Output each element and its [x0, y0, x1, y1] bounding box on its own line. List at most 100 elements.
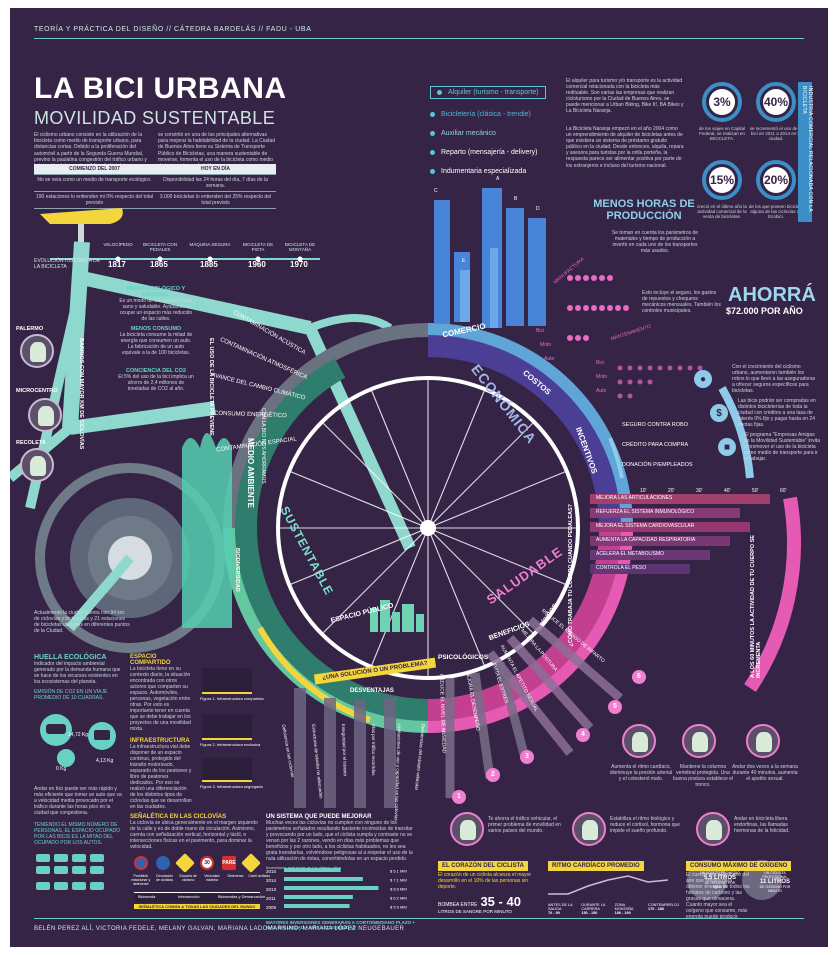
- sign-caption: Prohibido estacionar y detenerse: [131, 874, 151, 886]
- emission-value: 4,13 Kg: [96, 758, 114, 764]
- bar-letter: C: [434, 188, 438, 194]
- no-parking-sign-icon: [134, 856, 148, 870]
- timeline-label: VELOCÍPEDO: [103, 242, 133, 247]
- happy-figure-icon: [696, 812, 730, 846]
- infographic-poster: TEORÍA Y PRÁCTICA DEL DISEÑO // CÁTEDRA …: [10, 8, 828, 947]
- oxigeno-value: 11 LITROS: [759, 879, 790, 885]
- list-item-label: Auxiliar mecánico: [441, 130, 496, 137]
- menos-horas-heading: MENOS HORAS DE PRODUCCIÓN: [593, 198, 695, 222]
- health-bar-label: MEJORA LAS ARTICULACIONES: [596, 495, 673, 501]
- chart-category-label: 2009: [266, 905, 277, 910]
- benefit-caption: Andar en bicicleta libera endorfinas, la…: [734, 816, 790, 835]
- list-item-label: Alquiler (turismo - transporte): [448, 89, 539, 96]
- env-sub-label: CON LA BICI NOS AHORRAMOS: [260, 408, 266, 484]
- chart-value-label: $ 6.2 MM: [390, 896, 407, 901]
- benefit-caption: Estabiliza el ritmo biológico y reduce e…: [610, 816, 681, 835]
- corazon-text: El corazón de un ciclista alcanza el may…: [438, 872, 532, 890]
- chart-category-label: 2014: [266, 878, 277, 883]
- place-label: MICROCENTRO: [16, 388, 58, 394]
- building-icon: ■: [718, 438, 736, 456]
- benefit-number: 3: [520, 750, 534, 764]
- senaletica-text: La ciclovía se ubica generalmente en el …: [130, 820, 258, 850]
- chart-category-label: 2011: [266, 896, 276, 901]
- health-bar-label: MEJORA EL SISTEMA CARDIOVASCULAR: [596, 523, 695, 529]
- floor-label: Bicisendas y Demarcación: [218, 894, 266, 899]
- industry-band: INDUSTRIA COMERCIAL RELACIONADA CON LA B…: [798, 82, 813, 222]
- timeline-year: 1885: [200, 260, 218, 269]
- stat-value: 3%: [709, 89, 735, 115]
- huella-title: HUELLA ECOLÓGICA: [34, 654, 107, 661]
- desventaja-item: Vías por tráfico recorridas: [371, 724, 376, 776]
- chart-value-label: $ 5.9 MM: [390, 905, 407, 910]
- bullet-icon: [430, 112, 435, 117]
- benef-psico-label: PSICOLÓGICOS: [438, 654, 489, 661]
- chart-value-label: $ 5.1 MM: [390, 869, 407, 874]
- desventajas-label: DESVENTAJAS: [350, 688, 394, 694]
- env-note-text: La bicicleta consume la mitad de energía…: [119, 332, 193, 356]
- table-cell: 3.000 bicicletas lo entienden del 25% re…: [159, 194, 272, 206]
- ritmo-stage: DURANTE LA CARRERA: [581, 903, 606, 911]
- sistema-title: UN SISTEMA QUE PUEDE MEJORAR: [266, 814, 372, 820]
- env-spokes: CONTAMINACIÓN ACÚSTICA CONTAMINACIÓN ATM…: [210, 310, 340, 460]
- commerce-list: Alquiler (turismo - transporte) Biciclet…: [430, 86, 546, 187]
- tick-label: 50': [752, 488, 759, 494]
- ritmo-value: 70 - 90: [548, 911, 560, 915]
- chart-bar: [284, 895, 353, 899]
- health-question: ¿CÓMO TRABAJA TU CUERPO CUANDO PEDALEAS?: [568, 504, 574, 647]
- figure-caption: Figura 1. Infraestructura compartida: [200, 696, 264, 701]
- emission-value: 14,72 Kg: [68, 732, 89, 738]
- env-note: CONCIENCIA DEL CO2 El 5% del uso de la b…: [118, 368, 194, 392]
- incentivo-label: SEGURO CONTRA ROBO: [622, 422, 689, 428]
- stat-caption: de los que poseen bicicleta alguna de la…: [748, 204, 804, 220]
- incentivo-label: CRÉDITO PARA COMPRA: [622, 442, 689, 448]
- sistema-text: Muchas veces las ciclovías no cumplen co…: [266, 820, 413, 862]
- lanes-band-label: BARRIOS CON MAYOR KM DE CICLOVÍAS: [78, 338, 84, 450]
- bike-lane-sign-icon: [156, 856, 170, 870]
- list-item: Alquiler (turismo - transporte): [430, 86, 546, 99]
- ahorra-heading: AHORRÁ: [728, 284, 816, 306]
- vehicle-label: Bici: [536, 328, 545, 334]
- sign-caption: Velocidad máxima: [204, 874, 220, 882]
- incentivo-text: El programa "Empresas Amigas de la Movil…: [744, 432, 820, 463]
- table-row: No se veía como un medio de transporte e…: [34, 175, 276, 192]
- timeline-year: 1865: [150, 260, 168, 269]
- huella-text: Indicador del impacto ambiental generado…: [34, 661, 121, 685]
- list-item-label: Indumentaria especializada: [441, 168, 527, 175]
- industry-band-label: INDUSTRIA COMERCIAL RELACIONADA CON LA B…: [801, 86, 813, 212]
- comparison-table: COMIENZO DEL 2007 HOY EN DÍA No se veía …: [34, 164, 276, 209]
- corazon-card: EL CORAZÓN DEL CICLISTA El corazón de un…: [438, 854, 542, 914]
- ritmo-card: RITMO CARDÍACO PROMEDIO ANTES DE LA SALI…: [548, 854, 679, 915]
- corazon-title: EL CORAZÓN DEL CICLISTA: [438, 861, 529, 871]
- chart-category-label: 2015: [266, 869, 277, 874]
- emission-icons: [40, 714, 116, 767]
- timeline-label: BICICLETA DE MONTAÑA: [284, 242, 316, 252]
- vehicle-label: Moto: [540, 342, 552, 348]
- senaletica-section: SEÑALÉTICA EN LAS CICLOVÍAS La ciclovía …: [130, 814, 258, 850]
- stat-circle: 40%: [756, 82, 796, 122]
- page-subtitle: MOVILIDAD SUSTENTABLE: [34, 108, 276, 128]
- sistema-note: MAYORES INVERSIONES GENERARÁN A CORTO/ME…: [266, 920, 416, 930]
- stop-sign-icon: PARE: [222, 856, 236, 870]
- place-label: PALERMO: [16, 326, 44, 332]
- space-note: TENIENDO EL MISMO NÚMERO DE PERSONAS, EL…: [34, 822, 121, 846]
- city-note: Actualmente la ciudad cuenta con 94 km. …: [34, 610, 130, 634]
- oxigeno-head: UN CICLISTA PROFESIONAL: [762, 871, 788, 879]
- benefit-number: 4: [576, 728, 590, 742]
- course-header: TEORÍA Y PRÁCTICA DEL DISEÑO // CÁTEDRA …: [34, 26, 312, 33]
- senaletica-footer: SEÑALÉTICA COMÚN A TODAS LAS CIUDADES DE…: [134, 904, 260, 909]
- sleep-figure-icon: [572, 812, 606, 846]
- parking-comparison-icons: [36, 854, 104, 890]
- env-spoke-label: CONSUMO ENERGÉTICO: [213, 410, 287, 420]
- oxigeno-value: 5,5 LITROS: [703, 875, 736, 881]
- corazon-unit: LITROS DE SANGRE POR MINUTO: [438, 909, 512, 914]
- bullet-icon: [430, 131, 435, 136]
- table-header-cell: COMIENZO DEL 2007: [69, 166, 120, 172]
- oxigeno-unit: DE OXÍGENO POR MINUTO: [759, 885, 791, 893]
- espacio-text: La bicicleta tiene en su contexto diario…: [130, 666, 191, 732]
- benefit-number: 1: [452, 790, 466, 804]
- sistema-section: UN SISTEMA QUE PUEDE MEJORAR Muchas vece…: [266, 814, 416, 870]
